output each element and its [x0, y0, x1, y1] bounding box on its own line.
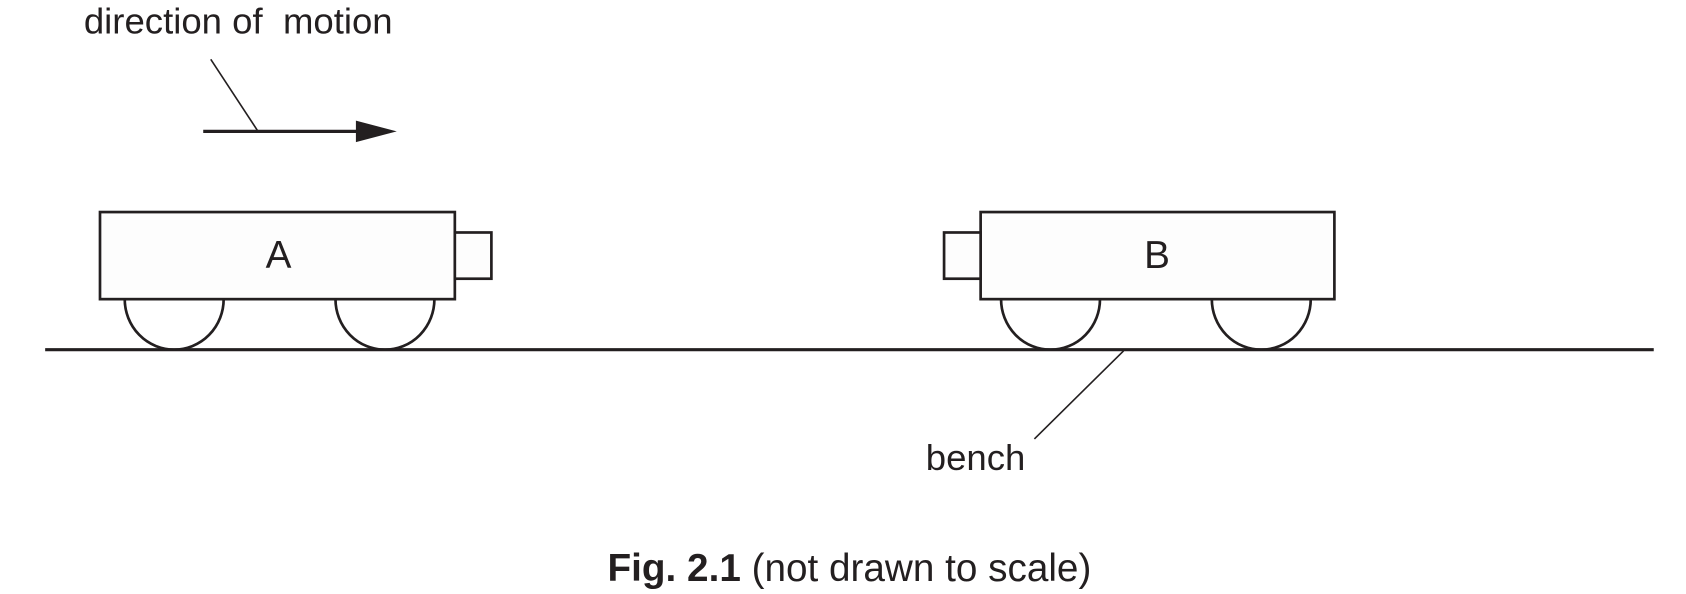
- figure-number: Fig. 2.1: [608, 547, 741, 590]
- cart-b-wheel: [999, 299, 1102, 351]
- cart-b-body: [979, 210, 1336, 301]
- cart-b-coupler: [942, 231, 982, 281]
- cart-b-wheel: [1210, 299, 1313, 351]
- cart-a-body: [98, 210, 457, 301]
- cart-b: [942, 210, 1336, 351]
- bench-leader-line: [1033, 350, 1125, 440]
- cart-b-label: B: [1144, 234, 1170, 277]
- cart-a-coupler: [453, 231, 493, 281]
- cart-a-wheel: [123, 299, 225, 351]
- cart-a-wheel: [334, 299, 436, 351]
- figure-caption: Fig. 2.1 (not drawn to scale): [608, 547, 1092, 590]
- cart-a: [98, 210, 493, 351]
- cart-a-label: A: [266, 234, 292, 277]
- bench-label: bench: [926, 437, 1026, 478]
- motion-arrow-head: [355, 120, 397, 143]
- direction-label: direction of motion: [84, 1, 393, 42]
- figure-note: (not drawn to scale): [741, 547, 1092, 590]
- direction-leader-line: [210, 58, 259, 132]
